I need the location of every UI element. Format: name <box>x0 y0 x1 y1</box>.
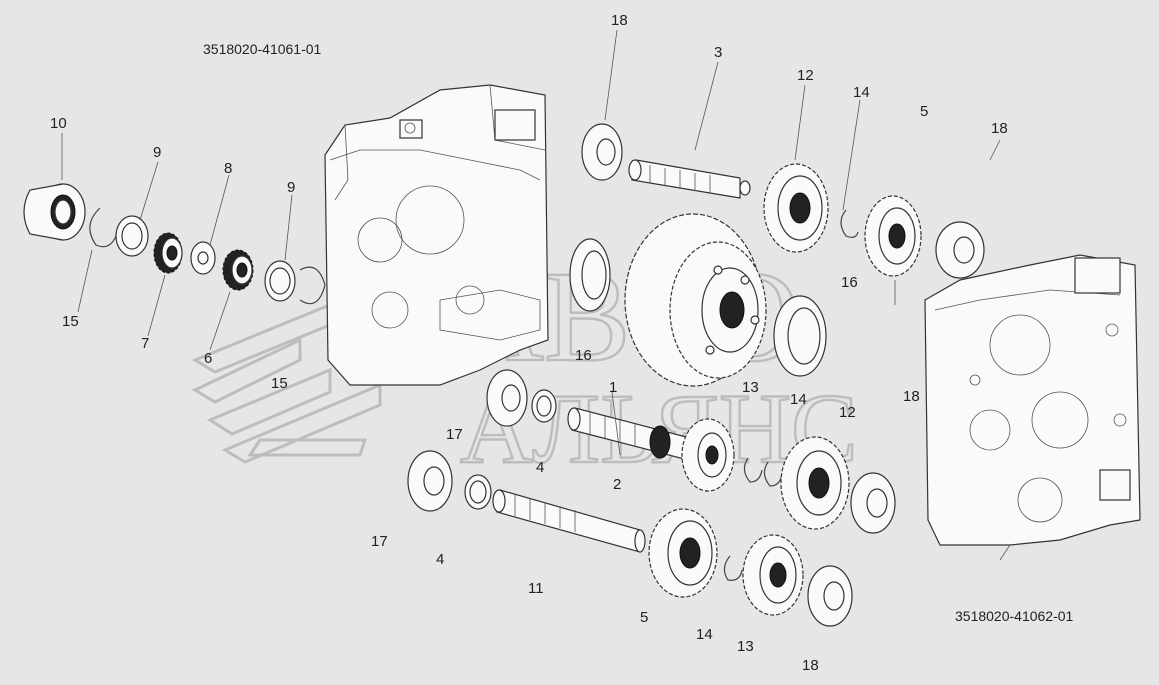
callout-8: 8 <box>224 160 232 177</box>
callout-7: 7 <box>141 335 149 352</box>
bearing-17-mid <box>486 369 528 427</box>
leader-lines <box>61 29 1011 561</box>
callouts: 18 3 12 14 5 18 10 9 8 9 15 7 6 15 16 16… <box>50 12 1008 674</box>
callout-18-top: 18 <box>611 12 628 29</box>
callout-17-bottom: 17 <box>371 533 388 550</box>
callout-16-left: 16 <box>575 347 592 364</box>
snap-rings-14-mid <box>743 457 783 487</box>
callout-2: 2 <box>613 476 621 493</box>
callout-18-right: 18 <box>991 120 1008 137</box>
left-housing <box>324 84 549 386</box>
callout-10: 10 <box>50 115 67 132</box>
gear-12-top <box>763 163 829 253</box>
callout-15-left: 15 <box>62 313 79 330</box>
callout-5-bottom: 5 <box>640 609 648 626</box>
shaft-3 <box>628 159 751 199</box>
bearing-10 <box>23 183 86 241</box>
callout-14-bottom: 14 <box>696 626 713 643</box>
callout-3: 3 <box>714 44 722 61</box>
snap-ring-15-left <box>89 207 119 248</box>
callout-14-top: 14 <box>853 84 870 101</box>
callout-1: 1 <box>609 379 617 396</box>
bearing-18-bottom <box>807 565 853 627</box>
gear-6 <box>222 249 254 291</box>
gear-13-bottom <box>742 534 804 616</box>
right-housing <box>924 254 1141 546</box>
snap-ring-14-top <box>840 209 859 238</box>
gear-12-mid <box>780 436 850 530</box>
callout-6: 6 <box>204 350 212 367</box>
callout-4-mid: 4 <box>536 459 544 476</box>
gear-5-bottom <box>648 508 718 598</box>
callout-4-bottom: 4 <box>436 551 444 568</box>
callout-17-mid: 17 <box>446 426 463 443</box>
callout-18-mid: 18 <box>903 388 920 405</box>
callout-15-right: 15 <box>271 375 288 392</box>
shaft-2 <box>567 407 691 461</box>
bearing-18-right <box>935 221 985 279</box>
assembly-code-left: 3518020-41061-01 <box>203 41 322 57</box>
callout-13-mid: 13 <box>742 379 759 396</box>
washer-9 <box>115 215 149 257</box>
shaft-11 <box>492 489 646 553</box>
gear-1-large <box>624 213 767 387</box>
washer-8 <box>190 241 216 275</box>
callout-12-top: 12 <box>797 67 814 84</box>
callout-18-bottom: 18 <box>802 657 819 674</box>
callout-5-top: 5 <box>920 103 928 120</box>
callout-11: 11 <box>528 580 544 597</box>
assembly-code-right: 3518020-41062-01 <box>955 608 1074 624</box>
gear-7 <box>153 232 183 274</box>
bearing-18-top <box>581 123 623 181</box>
bearing-18-mid <box>850 472 896 534</box>
bearing-16-right <box>773 295 827 377</box>
callout-9-second: 9 <box>287 179 295 196</box>
callout-12-mid: 12 <box>839 404 856 421</box>
washer-9-second <box>264 260 296 302</box>
gear-5-top <box>864 195 922 277</box>
callout-16-right: 16 <box>841 274 858 291</box>
bearing-17-bottom <box>407 450 453 512</box>
callout-13-bottom: 13 <box>737 638 754 655</box>
washer-4-mid <box>531 389 557 423</box>
callout-9: 9 <box>153 144 161 161</box>
snap-ring-15-right <box>299 266 326 305</box>
snap-ring-14-bottom <box>723 555 743 581</box>
bearing-16-left <box>569 238 611 312</box>
gear-13-mid <box>681 418 735 492</box>
washer-4-bottom <box>464 474 492 510</box>
callout-14-mid: 14 <box>790 391 807 408</box>
